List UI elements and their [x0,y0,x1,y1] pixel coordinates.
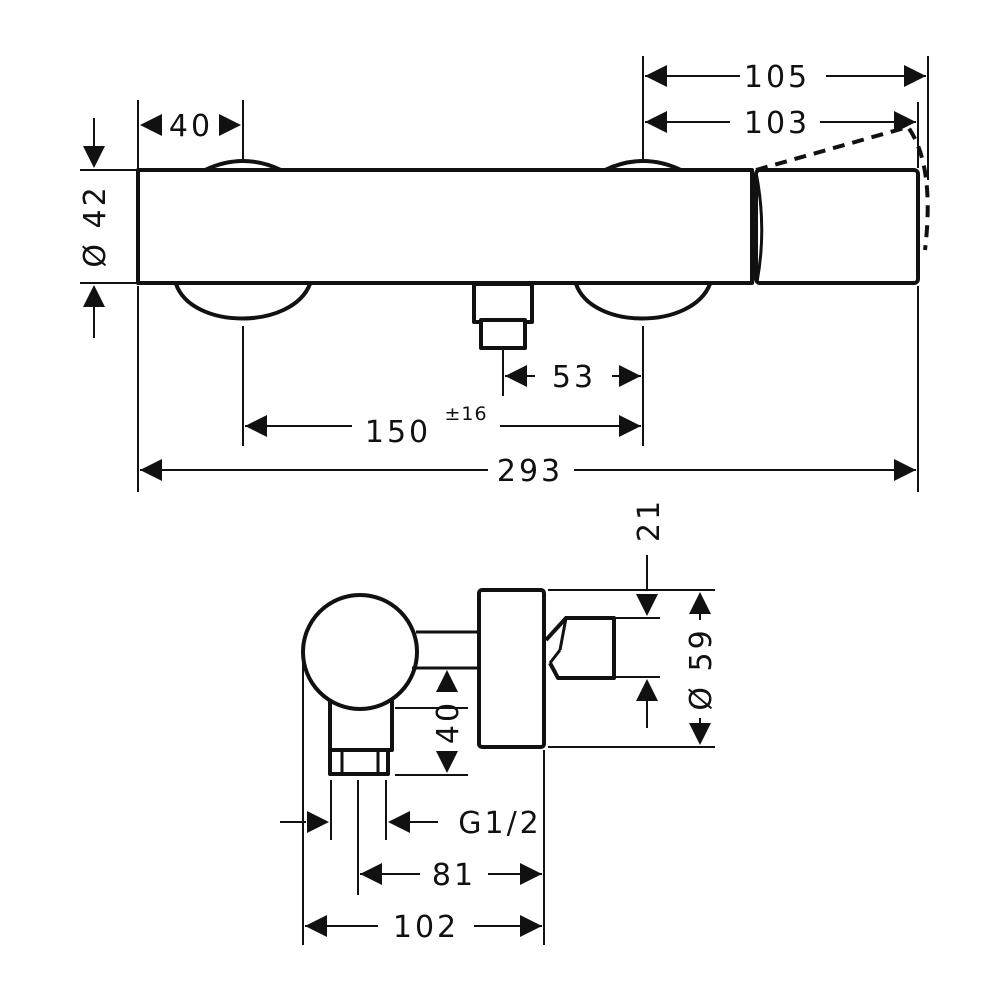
handle-grip [754,168,920,285]
handle-rotated-dashed [755,124,930,251]
dim-diameter-59: Ø 59 [684,592,719,745]
right-connection-top-cap [604,159,682,172]
dim-40-side: 40 [431,670,466,773]
front-view: 105 103 40 Ø 42 [78,56,930,492]
right-eccentric-arc [574,283,712,321]
handle-bevel [754,171,764,283]
dim-150: 150 ±16 [245,403,641,450]
dim-label-40-top: 40 [169,109,213,144]
dim-label-40-side: 40 [431,700,466,744]
dim-105: 105 [645,60,926,95]
side-handle-lever [544,616,616,680]
dim-53: 53 [505,360,641,395]
dim-label-53: 53 [552,360,596,395]
dim-tolerance-16: ±16 [444,403,487,425]
dim-label-103: 103 [744,106,810,141]
dim-label-102: 102 [393,910,459,945]
left-eccentric-arc [174,283,312,321]
dim-21: 21 [632,498,667,728]
left-connection-top-cap [204,159,282,172]
thermostat-body [136,168,754,285]
side-connection-circle [301,593,419,711]
dim-102: 102 [305,910,542,945]
dim-label-105: 105 [744,60,810,95]
dim-label-g12: G1/2 [458,806,542,841]
dim-293: 293 [140,454,916,489]
dim-103: 103 [645,106,916,141]
dim-40-top: 40 [140,109,241,144]
dim-g12: G1/2 [280,806,542,841]
dim-81: 81 [360,858,542,893]
dim-label-diameter-42: Ø 42 [78,184,113,267]
dim-label-293: 293 [497,454,563,489]
side-body-block [477,588,546,749]
dim-label-150: 150 [365,415,431,450]
dim-diameter-42: Ø 42 [78,118,113,338]
dim-label-diameter-59: Ø 59 [684,627,719,710]
side-view: 21 Ø 59 40 G1/2 [280,498,719,945]
dim-label-81: 81 [432,858,476,893]
dim-label-21: 21 [632,498,667,542]
